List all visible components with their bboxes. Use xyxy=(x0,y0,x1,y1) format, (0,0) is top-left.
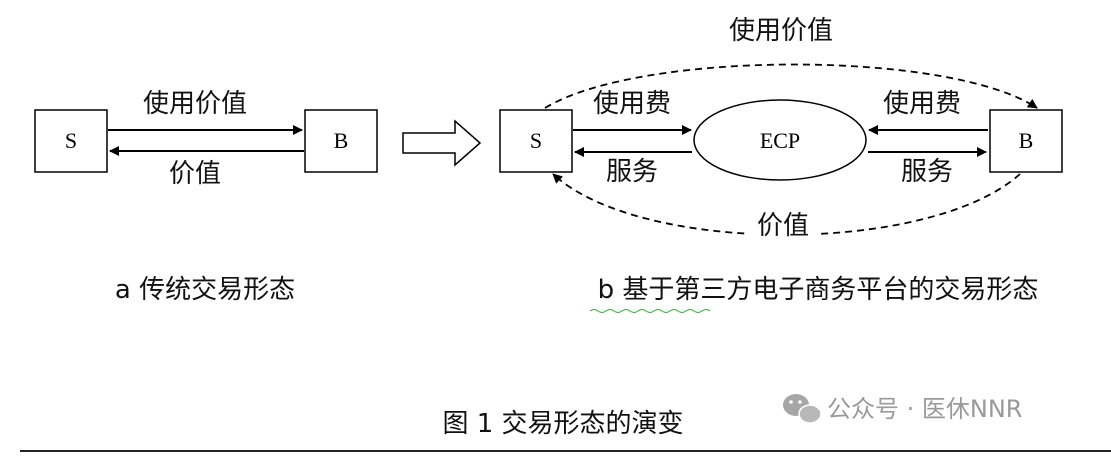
platform-label: ECP xyxy=(760,128,800,153)
seller-label-right: S xyxy=(530,128,542,153)
caption-b: b 基于第三方电子商务平台的交易形态 xyxy=(598,275,1039,305)
transition-arrow-icon xyxy=(402,119,482,167)
watermark: 公众号 · 医休NNR xyxy=(783,394,1022,424)
spellcheck-squiggle xyxy=(589,309,711,313)
use-value-label-left: 使用价值 xyxy=(143,89,247,119)
watermark-text: 公众号 · 医休NNR xyxy=(827,395,1022,423)
platform-ellipse xyxy=(693,99,867,181)
value-label-left: 价值 xyxy=(169,159,221,189)
use-value-curve-label: 使用价值 xyxy=(729,16,833,46)
caption-a: a 传统交易形态 xyxy=(115,275,295,305)
right-diagram: S ECP B 使用费 服务 使用费 服务 使用价值 价值 b 基于第三方电子商… xyxy=(499,12,1063,313)
fee-label-right: 使用费 xyxy=(883,89,961,119)
left-diagram: S B 使用价值 价值 a 传统交易形态 xyxy=(34,89,378,305)
use-value-curve xyxy=(544,63,1038,109)
buyer-box-left xyxy=(304,109,378,173)
value-curve-label-bg xyxy=(747,209,819,241)
seller-box-right xyxy=(499,109,573,173)
buyer-label-left: B xyxy=(334,128,349,153)
wechat-icon xyxy=(783,394,822,424)
service-label-left: 服务 xyxy=(606,157,658,187)
figure-caption: 图 1 交易形态的演变 xyxy=(442,409,683,439)
value-curve-label: 价值 xyxy=(757,211,809,241)
buyer-box-right xyxy=(989,109,1063,173)
use-value-curve-label-bg xyxy=(715,12,847,46)
buyer-label-right: B xyxy=(1019,128,1034,153)
seller-box-left xyxy=(34,109,108,173)
service-label-right: 服务 xyxy=(901,157,953,187)
seller-label-left: S xyxy=(65,128,77,153)
fee-label-left: 使用费 xyxy=(593,89,671,119)
